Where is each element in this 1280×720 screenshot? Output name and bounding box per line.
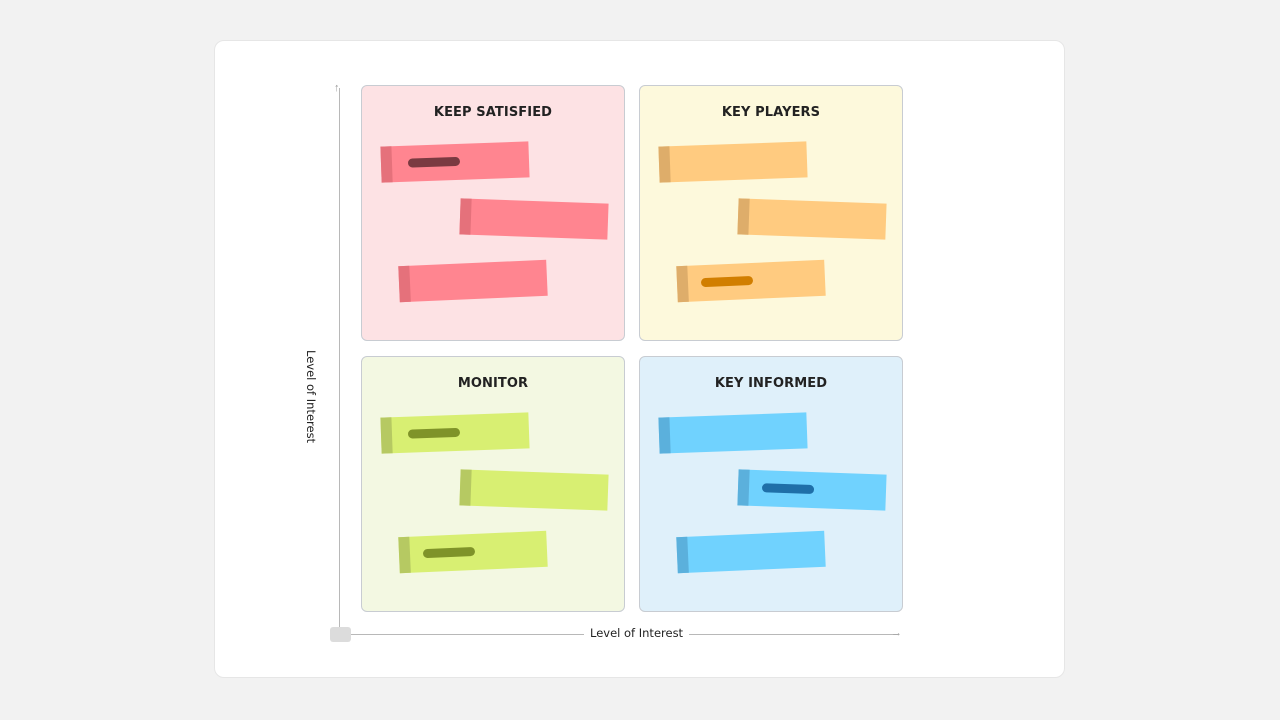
- sticky-note[interactable]: [676, 259, 826, 303]
- quadrant-title: KEEP SATISFIED: [433, 105, 553, 120]
- y-axis-line: [339, 88, 340, 633]
- sticky-note[interactable]: [380, 412, 530, 454]
- sticky-note-tab: [398, 536, 411, 574]
- x-axis-arrow-icon: →: [891, 627, 902, 639]
- sticky-note[interactable]: [737, 198, 887, 240]
- sticky-note-tab: [459, 469, 472, 506]
- sticky-note[interactable]: [658, 141, 808, 183]
- x-axis-label: Level of Interest: [584, 626, 690, 640]
- sticky-note-tab: [737, 198, 750, 235]
- sticky-note[interactable]: [380, 141, 530, 183]
- text-placeholder-line: [407, 156, 461, 168]
- sticky-note[interactable]: [459, 198, 609, 240]
- sticky-note-tab: [380, 146, 393, 183]
- text-placeholder-line: [407, 427, 461, 439]
- y-axis-label: Level of Interest: [304, 346, 318, 444]
- sticky-note-tab: [676, 536, 689, 574]
- quadrant-title: KEY INFORMED: [714, 376, 828, 391]
- sticky-note-tab: [658, 417, 671, 454]
- quadrant-key-players[interactable]: KEY PLAYERS: [639, 85, 903, 341]
- sticky-note-tab: [737, 469, 750, 506]
- sticky-note-tab: [658, 146, 671, 183]
- quadrant-title: MONITOR: [457, 376, 529, 391]
- sticky-note-tab: [459, 198, 472, 235]
- quadrant-monitor[interactable]: MONITOR: [361, 356, 625, 612]
- y-axis-arrow-icon: ↑: [334, 82, 340, 94]
- sticky-note[interactable]: [459, 469, 609, 511]
- sticky-note[interactable]: [676, 530, 826, 574]
- quadrant-keep-satisfied[interactable]: KEEP SATISFIED: [361, 85, 625, 341]
- text-placeholder-line: [700, 275, 754, 288]
- quadrant-key-informed[interactable]: KEY INFORMED: [639, 356, 903, 612]
- sticky-note[interactable]: [398, 530, 548, 574]
- quadrant-title: KEY PLAYERS: [721, 105, 821, 120]
- sticky-note-tab: [676, 265, 689, 303]
- sticky-note[interactable]: [737, 469, 887, 511]
- text-placeholder-line: [761, 483, 815, 495]
- axis-origin-handle[interactable]: [330, 627, 351, 642]
- sticky-note-tab: [398, 265, 411, 303]
- sticky-note[interactable]: [398, 259, 548, 303]
- text-placeholder-line: [422, 546, 476, 559]
- sticky-note[interactable]: [658, 412, 808, 454]
- sticky-note-tab: [380, 417, 393, 454]
